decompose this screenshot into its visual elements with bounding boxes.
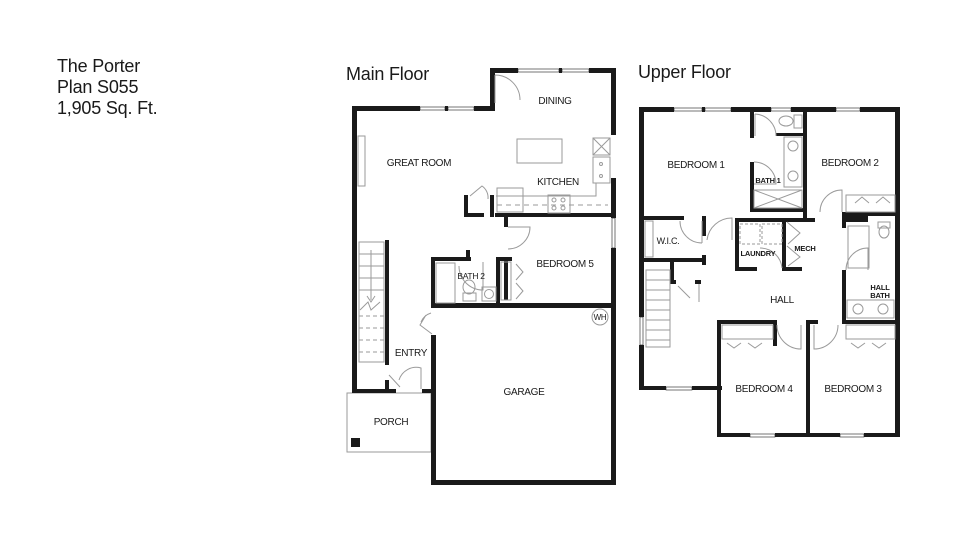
upper-floor-windows xyxy=(639,107,865,438)
room-label-bedroom3: BEDROOM 3 xyxy=(824,384,882,395)
room-label-hall: HALL xyxy=(770,295,795,306)
porch-slab xyxy=(346,392,432,453)
room-label-wic: W.I.C. xyxy=(657,236,680,246)
water-heater-label: WH xyxy=(594,313,607,322)
room-label-hall-bath-line1: HALL xyxy=(870,283,890,292)
room-label-garage: GARAGE xyxy=(504,387,546,398)
room-label-bedroom2: BEDROOM 2 xyxy=(821,158,879,169)
room-label-great-room: GREAT ROOM xyxy=(387,158,451,169)
room-label-hall-bath-line2: BATH xyxy=(870,291,889,300)
main-floor-plan: WH DINING GREAT ROOM KITCHEN BEDROOM 5 B… xyxy=(346,68,616,485)
plan-area: 1,905 Sq. Ft. xyxy=(57,98,158,118)
main-floor-title: Main Floor xyxy=(346,64,430,84)
room-label-kitchen: KITCHEN xyxy=(537,177,579,188)
room-label-laundry: LAUNDRY xyxy=(741,249,776,258)
plan-title-block: The Porter Plan S055 1,905 Sq. Ft. xyxy=(57,56,158,119)
room-label-bedroom5: BEDROOM 5 xyxy=(536,259,594,270)
room-label-bedroom4: BEDROOM 4 xyxy=(735,384,793,395)
room-label-bath2: BATH 2 xyxy=(457,271,485,281)
room-label-dining: DINING xyxy=(538,96,572,107)
upper-floor-title: Upper Floor xyxy=(638,62,731,82)
porch-post xyxy=(351,438,360,447)
room-label-bedroom1: BEDROOM 1 xyxy=(667,160,725,171)
main-floor-fixtures xyxy=(357,74,611,389)
plan-name: The Porter xyxy=(57,56,141,76)
plan-code: Plan S055 xyxy=(57,77,139,97)
room-label-mech: MECH xyxy=(794,244,815,253)
upper-floor-walls xyxy=(639,107,900,437)
room-label-porch: PORCH xyxy=(374,417,409,428)
upper-floor-fixtures xyxy=(644,113,896,350)
upper-floor-plan: BEDROOM 1 BEDROOM 2 BATH 1 W.I.C. LAUNDR… xyxy=(639,107,900,438)
room-label-bath1: BATH 1 xyxy=(755,176,780,185)
main-floor-walls xyxy=(352,68,616,485)
room-label-entry: ENTRY xyxy=(395,348,428,359)
main-floor-windows xyxy=(419,68,616,249)
